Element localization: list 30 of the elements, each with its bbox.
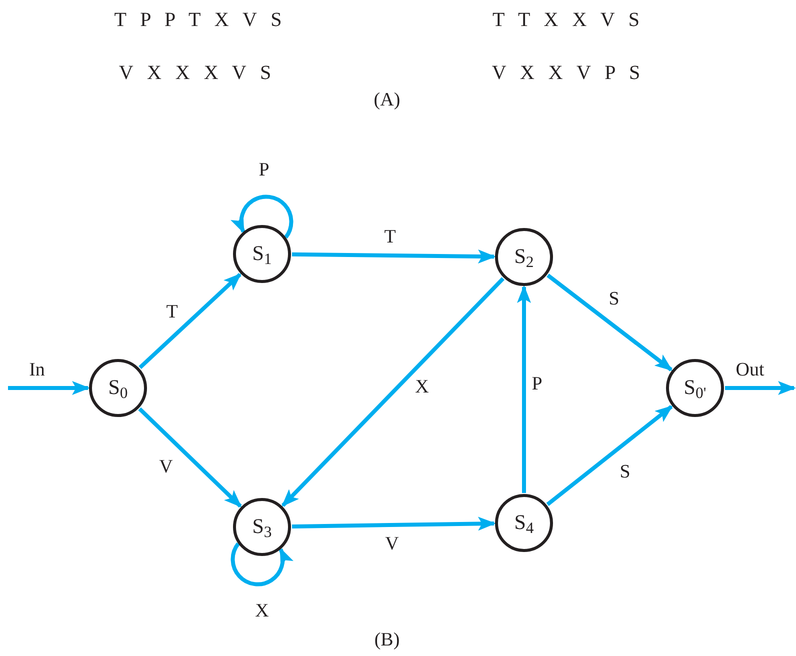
edge-label: P — [532, 374, 542, 394]
edge-label: T — [166, 302, 178, 322]
arrow — [546, 405, 674, 506]
arrow — [281, 277, 505, 507]
panel-label: (A) — [374, 90, 400, 110]
edge-label: X — [415, 378, 429, 396]
edge-label: T — [384, 228, 396, 246]
edge-label: X — [255, 602, 269, 620]
edge-label: Out — [736, 360, 764, 380]
arrow — [292, 249, 496, 264]
letter-sequence: V X X V P S — [492, 63, 640, 83]
edge-label: P — [258, 160, 270, 180]
arrow — [138, 272, 242, 370]
edge-label: V — [385, 534, 399, 554]
letter-sequence: V X X X V S — [118, 63, 272, 83]
edge-label: V — [159, 458, 173, 476]
arrow — [230, 542, 293, 586]
panel-label: (B) — [374, 630, 400, 650]
arrow — [546, 274, 673, 372]
arrow — [8, 381, 90, 395]
arrow — [138, 407, 242, 508]
arrow — [231, 194, 294, 239]
letter-sequence: T T X X V S — [492, 10, 640, 30]
edge-label: In — [29, 360, 45, 380]
arrow — [725, 381, 796, 395]
arrow — [517, 285, 531, 493]
arrow — [292, 516, 496, 531]
letter-sequence: T P P T X V S — [114, 10, 282, 30]
edge-label: S — [608, 290, 620, 308]
edge-label: S — [620, 462, 630, 482]
